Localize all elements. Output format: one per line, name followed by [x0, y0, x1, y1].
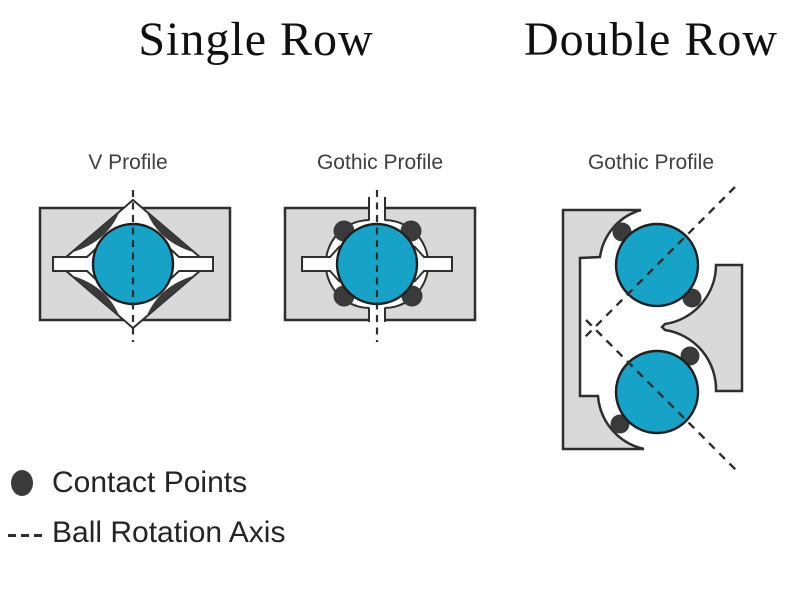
inner-rail-block [660, 263, 744, 393]
relief-channel-top [369, 195, 385, 226]
outer-rail-block [561, 208, 645, 451]
label-gothic-profile-single: Gothic Profile [316, 151, 444, 174]
title-double-row: Double Row [524, 13, 778, 66]
contact-wedge [71, 211, 120, 253]
relief-slot-right [414, 246, 452, 282]
label-gothic-profile-double: Gothic Profile [587, 151, 715, 174]
relief-slot-right-outline [413, 245, 453, 283]
relief-slot-left-outline [301, 245, 341, 283]
ball-rotation-axis-line [582, 186, 736, 340]
legend-contact-points: Contact Points [52, 466, 248, 499]
ball-rotation-axis-line [585, 319, 738, 472]
v-profile-figure [38, 190, 232, 342]
dashed-line-legend-icon [8, 534, 46, 537]
gothic-profile-single-figure [283, 190, 477, 342]
legend-ball-rotation-axis: Ball Rotation Axis [52, 516, 286, 549]
relief-slot-left [302, 246, 340, 282]
relief-slot-left-outline [52, 242, 103, 286]
relief-slot-left [53, 243, 102, 285]
ball-bottom [614, 349, 700, 435]
label-v-profile: V Profile [88, 151, 168, 174]
contact-point [610, 414, 630, 434]
contact-wedge [146, 275, 195, 317]
ball-top [614, 222, 700, 308]
title-single-row: Single Row [138, 13, 374, 66]
contact-point-legend-icon [11, 470, 33, 496]
relief-slot-right-outline [163, 242, 214, 286]
gothic-profile-double-figure [561, 186, 744, 472]
contact-wedge [71, 275, 120, 317]
contact-wedge [146, 211, 195, 253]
relief-slot-right [164, 243, 213, 285]
